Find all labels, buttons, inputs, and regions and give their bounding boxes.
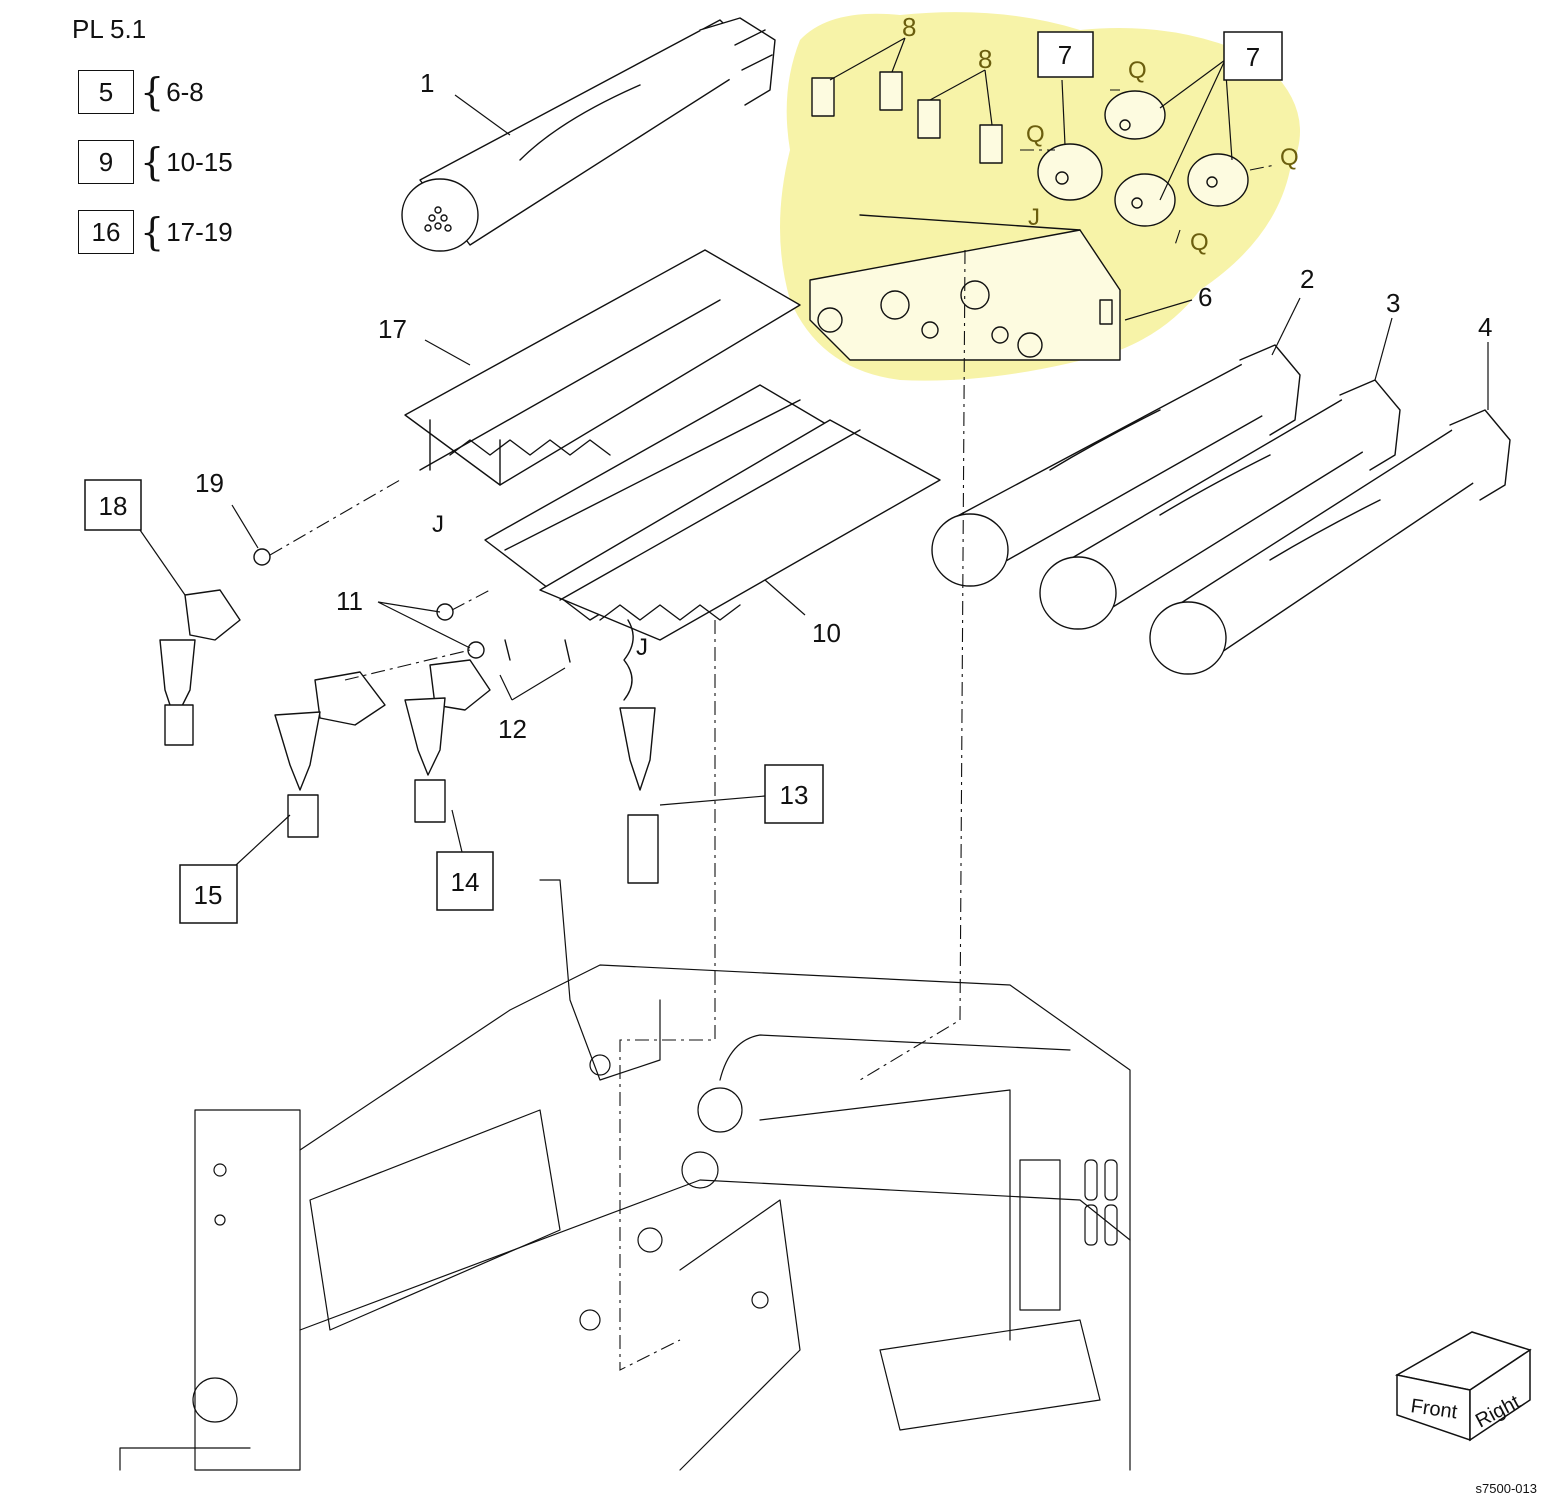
leader-12 — [499, 667, 566, 701]
connector-q-4: Q — [1190, 229, 1209, 256]
figure-id: s7500-013 — [1475, 1481, 1537, 1496]
group-legend-9: 9 { 10-15 — [78, 140, 233, 184]
callout-4: 4 — [1478, 312, 1492, 342]
callout-19: 19 — [195, 468, 224, 498]
callout-18: 18 — [99, 491, 128, 521]
group-box-16: 16 — [78, 210, 134, 254]
connection-line-19 — [269, 479, 401, 556]
callout-15: 15 — [194, 880, 223, 910]
leader-1 — [454, 94, 511, 136]
agitator-drive-15 — [274, 671, 386, 838]
callout-10: 10 — [812, 618, 841, 648]
agitator-drive-18 — [159, 589, 241, 746]
agitator-drive-14 — [404, 659, 491, 823]
toner-cartridge-1 — [401, 17, 776, 252]
leader-13 — [659, 795, 766, 806]
callout-7b: 7 — [1246, 42, 1260, 72]
group-legend-16: 16 { 17-19 — [78, 210, 233, 254]
spring-12 — [504, 639, 571, 663]
callout-2: 2 — [1300, 264, 1314, 294]
leader-6 — [1124, 299, 1193, 321]
leader-15 — [235, 814, 291, 866]
leader-10 — [764, 579, 806, 616]
group-range-9: 10-15 — [166, 146, 233, 177]
connection-line-6 — [859, 249, 966, 1081]
brace-icon: { — [140, 70, 165, 114]
motor-7-d — [1187, 153, 1249, 207]
leader-8b — [929, 69, 993, 126]
plate-title: PL 5.1 — [72, 14, 147, 44]
toner-cartridge-3 — [1039, 379, 1401, 630]
printer-frame — [119, 879, 1131, 1471]
callout-13: 13 — [780, 780, 809, 810]
seal-19 — [253, 548, 271, 566]
callout-3: 3 — [1386, 288, 1400, 318]
leader-7a — [1061, 79, 1066, 146]
connector-j-1: J — [1028, 204, 1040, 231]
drive-bracket-6 — [809, 214, 1121, 361]
callout-14: 14 — [451, 867, 480, 897]
motor-7-c — [1114, 173, 1176, 227]
orientation-cube — [1394, 1331, 1532, 1442]
leader-3 — [1374, 317, 1393, 381]
leader-2 — [1271, 297, 1301, 356]
connection-line-13 — [619, 620, 716, 1371]
leader-19 — [231, 504, 259, 549]
leader-17 — [424, 339, 471, 366]
group-range-16: 17-19 — [166, 216, 233, 247]
connection-line-11a — [451, 589, 491, 611]
callout-8a: 8 — [902, 12, 916, 42]
group-box-9: 9 — [78, 140, 134, 184]
seal-11-b — [467, 641, 485, 659]
motor-7-b — [1104, 90, 1166, 140]
leader-8a — [829, 37, 906, 81]
callout-1: 1 — [420, 68, 434, 98]
group-legend-5: 5 { 6-8 — [78, 70, 204, 114]
leader-14 — [451, 809, 463, 853]
agitator-drive-13 — [619, 619, 659, 884]
clutch-8 — [811, 71, 1003, 164]
toner-cartridge-2 — [931, 344, 1301, 587]
brace-icon: { — [140, 140, 165, 184]
connection-line-11b — [344, 649, 471, 681]
connection-line-q — [1020, 89, 1276, 246]
connector-j-3: J — [636, 634, 648, 661]
callout-6: 6 — [1198, 282, 1212, 312]
callout-7a: 7 — [1058, 40, 1072, 70]
duct-10 — [484, 384, 941, 641]
callout-8b: 8 — [978, 44, 992, 74]
motor-7-a — [1037, 143, 1103, 201]
leader-18 — [139, 529, 186, 596]
callout-12: 12 — [498, 714, 527, 744]
connector-q-1: Q — [1128, 57, 1147, 84]
connector-q-2: Q — [1026, 121, 1045, 148]
connector-q-3: Q — [1280, 144, 1299, 171]
brace-icon: { — [140, 210, 165, 254]
duct-17 — [404, 249, 801, 486]
connector-j-2: J — [432, 511, 444, 538]
callout-17: 17 — [378, 314, 407, 344]
group-box-5: 5 — [78, 70, 134, 114]
group-range-5: 6-8 — [166, 76, 204, 107]
toner-cartridge-4 — [1149, 409, 1511, 675]
leader-11 — [377, 601, 471, 649]
callout-11: 11 — [336, 586, 363, 616]
